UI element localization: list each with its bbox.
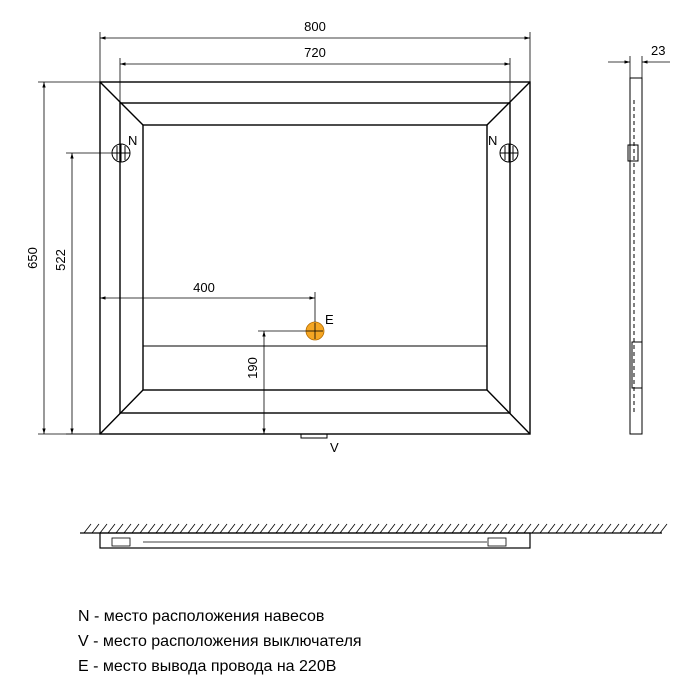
frame-corner-line	[99, 389, 144, 435]
switch-mark	[300, 433, 328, 439]
legend-item-hanger: N - место расположения навесов	[78, 608, 325, 625]
dimension-overall-width: 800	[304, 19, 326, 34]
legend: N - место расположения навесов V - место…	[78, 604, 362, 679]
mirror-frame-inner	[119, 102, 511, 414]
dimension-outlet-height: 190	[245, 357, 260, 379]
frame-corner-line	[99, 81, 144, 126]
dimension-inner-width: 720	[304, 45, 326, 60]
hanger-right-icon	[499, 143, 519, 163]
side-view	[627, 77, 643, 435]
mirror-outer-frame	[99, 81, 531, 435]
dimension-overall-height: 650	[25, 247, 40, 269]
dimension-outlet-offset: 400	[193, 280, 215, 295]
front-view	[99, 81, 531, 439]
frame-corner-line	[486, 81, 531, 126]
legend-item-switch: V - место расположения выключателя	[78, 633, 362, 650]
legend-item-outlet: E - место вывода провода на 220В	[78, 658, 337, 675]
dimension-lines	[38, 32, 670, 435]
top-view	[80, 523, 668, 549]
dimension-depth: 23	[651, 43, 665, 58]
hanger-left-label: N	[128, 133, 137, 148]
mirror-glass-area	[142, 124, 488, 391]
hanger-right-label: N	[488, 133, 497, 148]
dimension-hanger-height: 522	[53, 249, 68, 271]
frame-corner-line	[486, 389, 531, 435]
switch-label: V	[330, 440, 339, 455]
outlet-label: E	[325, 312, 334, 327]
